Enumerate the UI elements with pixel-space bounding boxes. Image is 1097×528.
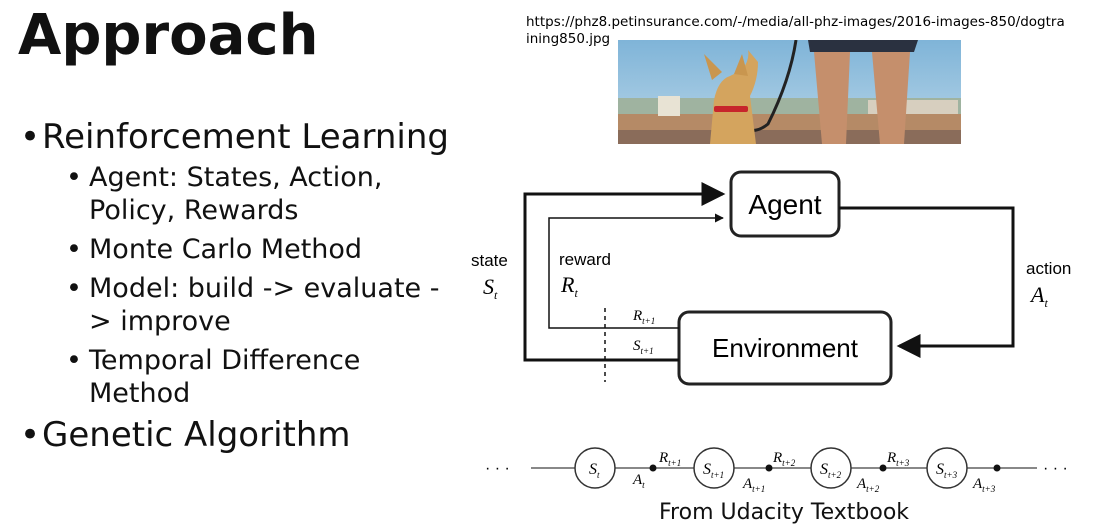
bullet-dot: •	[66, 234, 82, 265]
action-sequence-label: At	[632, 472, 645, 490]
sub-bullet-text: Temporal Difference Method	[89, 345, 361, 409]
agent-label: Agent	[748, 189, 821, 220]
sub-bullet-text: Agent: States, Action, Policy, Rewards	[89, 162, 383, 226]
bullet-dot: •	[66, 162, 82, 193]
sub-bullet-item: • Temporal Difference Method	[66, 344, 450, 410]
bullet-dot: •	[20, 117, 41, 157]
action-symbol: At	[1029, 282, 1048, 310]
sub-bullet-text: Model: build -> evaluate -> improve	[89, 273, 440, 337]
sub-bullet-item: • Model: build -> evaluate -> improve	[66, 272, 450, 338]
action-sequence-label: At+3	[972, 476, 996, 494]
sub-bullet-text: Monte Carlo Method	[89, 234, 363, 265]
bullet-item: • Reinforcement Learning	[20, 118, 450, 157]
action-dot	[765, 464, 773, 472]
action-sequence-label: At+1	[742, 476, 765, 494]
bullet-dot: •	[20, 415, 41, 455]
bullet-list: • Reinforcement Learning • Agent: States…	[20, 118, 450, 459]
environment-label: Environment	[712, 333, 859, 363]
state-node: St	[574, 447, 616, 489]
dog-training-photo	[618, 40, 961, 144]
bullet-dot: •	[66, 345, 82, 376]
reward-symbol: Rt	[560, 272, 578, 300]
environment-box	[677, 310, 893, 386]
sub-bullet-item: • Agent: States, Action, Policy, Rewards	[66, 161, 450, 227]
reward-sequence-label: Rt+1	[658, 450, 681, 468]
sub-bullet-item: • Monte Carlo Method	[66, 233, 450, 266]
state-symbol: St	[483, 274, 498, 302]
bullet-item: • Genetic Algorithm	[20, 416, 450, 455]
sequence-ellipsis-right: · · ·	[1043, 460, 1068, 477]
rl-diagram: Agent Environment state St reward Rt act…	[463, 158, 1097, 502]
action-dot	[879, 464, 887, 472]
bullet-dot: •	[66, 273, 82, 304]
bullet-text: Reinforcement Learning	[42, 117, 449, 157]
next-state-symbol: St+1	[633, 338, 654, 356]
state-arrow	[523, 182, 726, 362]
state-node: St+1	[693, 447, 735, 489]
action-dot	[649, 464, 657, 472]
agent-box	[729, 170, 841, 238]
reward-sequence-label: Rt+3	[886, 450, 910, 468]
sub-bullet-list: • Agent: States, Action, Policy, Rewards…	[66, 161, 450, 410]
slide-title: Approach	[18, 3, 319, 68]
sequence-ellipsis-left: · · ·	[485, 460, 510, 477]
action-sequence-label: At+2	[856, 476, 880, 494]
state-node: St+2	[810, 447, 852, 489]
reward-sequence-label: Rt+2	[772, 450, 796, 468]
action-dot	[993, 464, 1001, 472]
image-source-url: https://phz8.petinsurance.com/-/media/al…	[526, 14, 1065, 47]
state-label: state	[471, 251, 508, 270]
action-arrow	[839, 206, 1015, 358]
figure-caption: From Udacity Textbook	[659, 500, 910, 525]
svg-text:St: St	[589, 461, 600, 480]
action-label: action	[1026, 259, 1071, 278]
bullet-text: Genetic Algorithm	[42, 415, 351, 455]
reward-label: reward	[559, 250, 611, 269]
svg-text:St+3: St+3	[936, 461, 958, 480]
reward-arrow	[548, 213, 724, 329]
state-node: St+3	[926, 447, 968, 489]
svg-text:St+1: St+1	[703, 461, 724, 480]
svg-text:St+2: St+2	[820, 461, 842, 480]
next-reward-symbol: Rt+1	[632, 308, 655, 326]
